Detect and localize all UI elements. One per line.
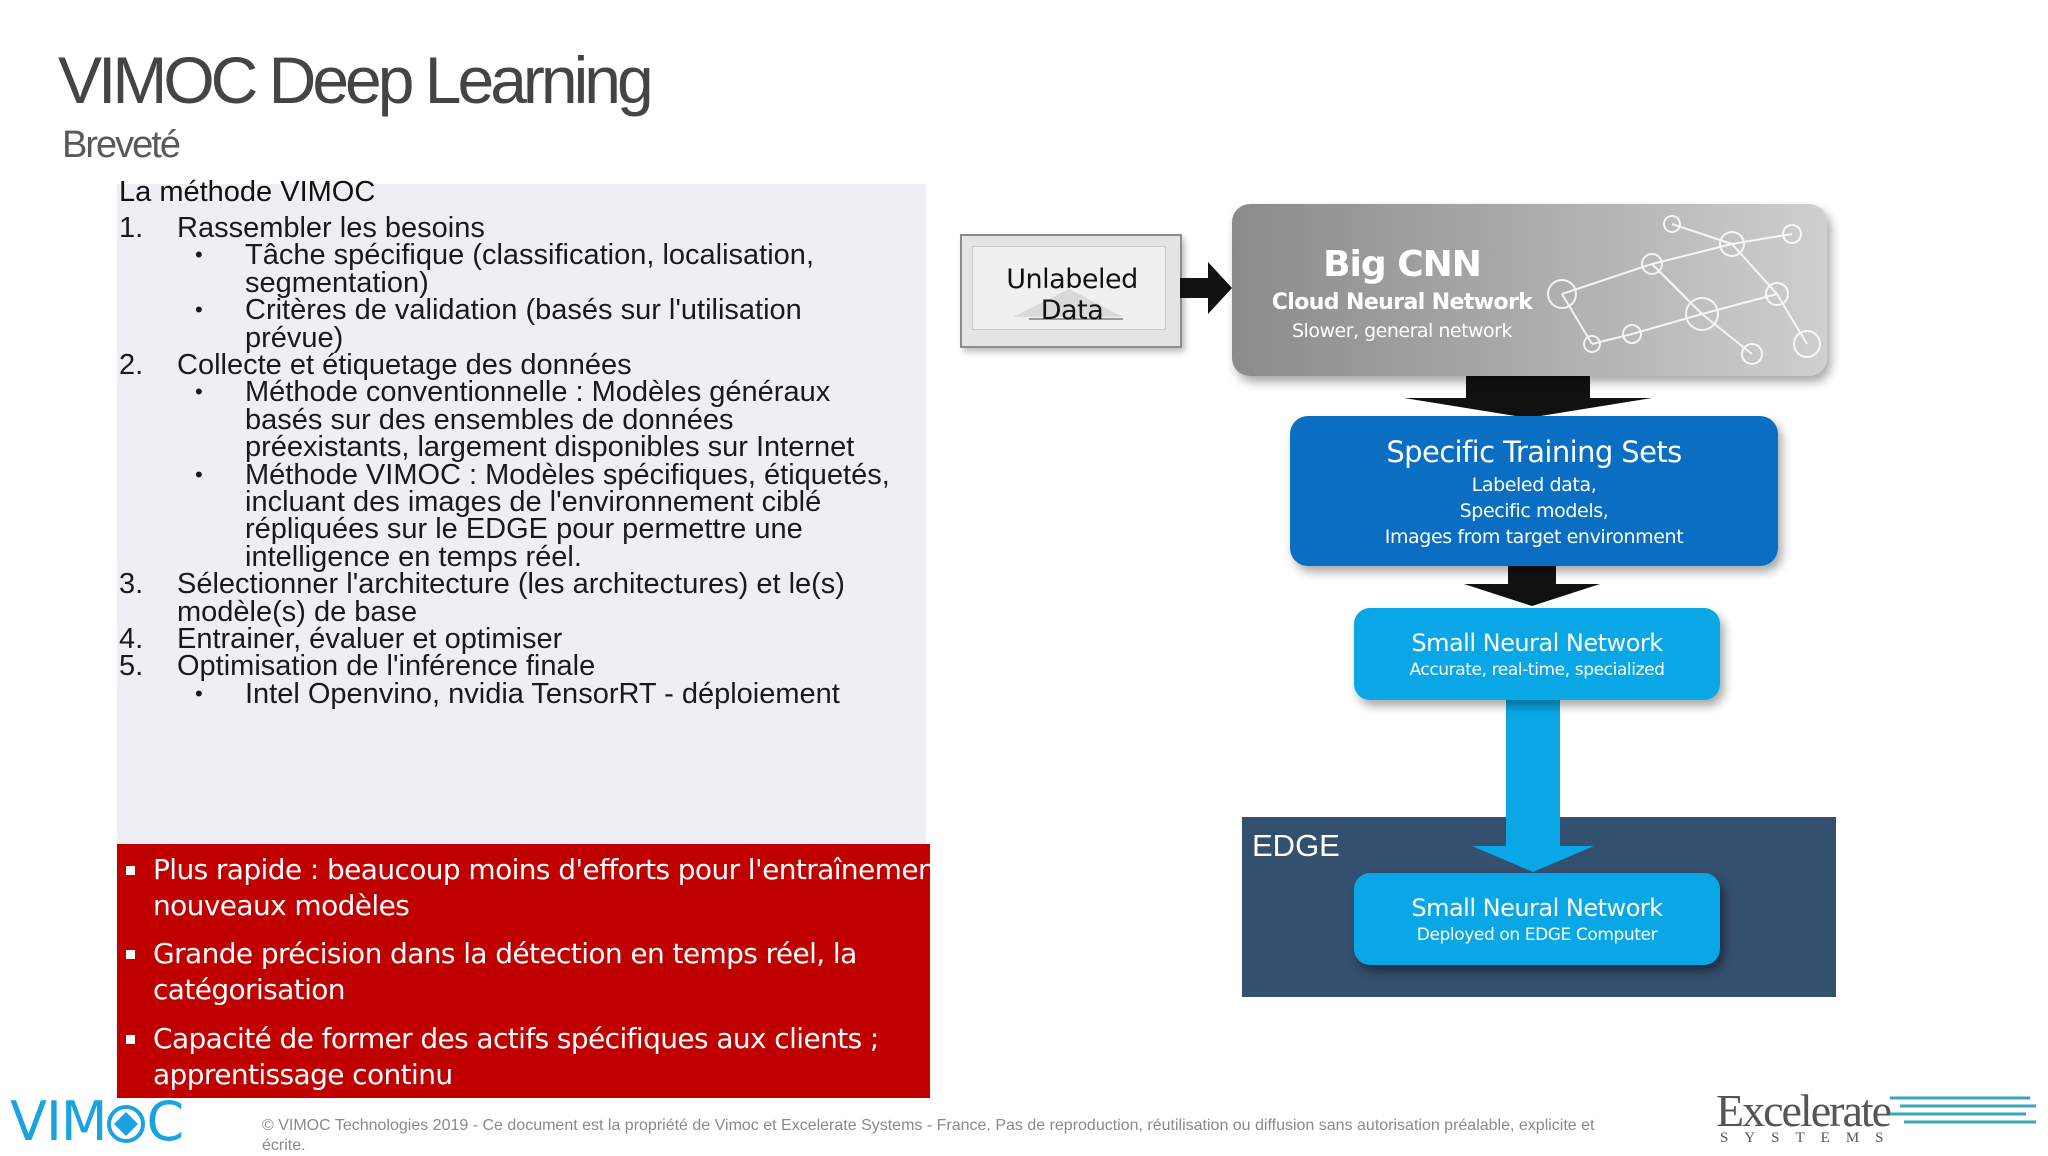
deployed-network-box [1354, 873, 1720, 965]
small-network-title: Small Neural Network [1411, 629, 1663, 657]
method-heading: La méthode VIMOC [119, 176, 376, 208]
method-line: intelligence en temps réel. [245, 540, 582, 573]
method-line: Intel Openvino, nvidia TensorRT - déploi… [245, 677, 840, 710]
list-number: 3. [119, 568, 144, 601]
footer-copyright: © VIMOC Technologies 2019 - Ce document … [262, 1116, 1702, 1156]
bullet: • [195, 242, 203, 268]
arrow-down-icon [1404, 376, 1652, 418]
method-line: répliquées sur le EDGE pour permettre un… [245, 513, 803, 546]
slide-title: VIMOC Deep Learning [58, 43, 654, 117]
deployed-network-description: Deployed on EDGE Computer [1416, 925, 1658, 945]
big-cnn-title: Big CNN [1323, 244, 1482, 285]
excelerate-logo-subtitle: SYSTEMS [1720, 1130, 1900, 1146]
big-cnn-description: Slower, general network [1292, 320, 1513, 342]
list-number: 2. [119, 349, 144, 381]
bullet: • [195, 461, 203, 487]
list-number: 1. [119, 212, 144, 244]
small-network-description: Accurate, real-time, specialized [1409, 660, 1665, 680]
vimoc-logo-text: VIM [10, 1090, 107, 1153]
method-line: segmentation) [245, 266, 429, 299]
unlabeled-data-image [972, 246, 1166, 330]
arrow-down-icon [1464, 566, 1600, 606]
vimoc-logo: VIM C [10, 1090, 184, 1153]
arrow-down-icon [1472, 700, 1594, 872]
arrow-right-icon [1180, 262, 1232, 314]
bullet-icon [126, 866, 135, 875]
method-line: Rassembler les besoins [177, 212, 485, 244]
list-number: 5. [119, 650, 144, 683]
small-network-box [1354, 608, 1720, 700]
method-line: Sélectionner l'architecture (les archite… [177, 568, 845, 601]
image-placeholder-icon [1013, 289, 1123, 320]
benefit-line: Capacité de former des actifs spécifique… [153, 1022, 879, 1055]
benefits-box: Plus rapide : beaucoup moins d'efforts p… [117, 844, 988, 1098]
benefit-line: apprentissage continu [153, 1058, 453, 1091]
big-cnn-box [1232, 204, 1827, 376]
method-line: Optimisation de l'inférence finale [177, 650, 596, 683]
method-line: Entrainer, évaluer et optimiser [177, 623, 563, 655]
benefit-line: Plus rapide : beaucoup moins d'efforts p… [153, 853, 988, 886]
bullet: • [195, 680, 203, 706]
excelerate-logo: Excelerate [1716, 1085, 1892, 1136]
bullet: • [195, 379, 203, 405]
method-line: basés sur des ensembles de données [245, 403, 734, 436]
footer-line: © VIMOC Technologies 2019 - Ce document … [262, 1117, 1595, 1134]
training-sets-title: Specific Training Sets [1386, 435, 1682, 469]
globe-icon [107, 1105, 146, 1143]
method-line: Collecte et étiquetage des données [177, 349, 632, 381]
training-sets-box [1290, 416, 1778, 566]
big-cnn-subtitle: Cloud Neural Network [1271, 290, 1533, 315]
bullet: • [195, 297, 203, 323]
method-line: incluant des images de l'environnement c… [245, 486, 822, 518]
method-panel: 1.Rassembler les besoins•Tâche spécifiqu… [117, 184, 926, 844]
footer-line: écrite. [262, 1137, 306, 1154]
method-line: modèle(s) de base [177, 595, 418, 628]
deployed-network-title: Small Neural Network [1411, 894, 1663, 922]
bullet-icon [126, 950, 135, 959]
method-line: Méthode VIMOC : Modèles spécifiques, éti… [245, 458, 890, 491]
benefit-line: catégorisation [153, 973, 346, 1006]
method-line: Méthode conventionnelle : Modèles généra… [245, 376, 831, 409]
training-sets-line: Images from target environment [1384, 526, 1684, 548]
unlabeled-data-label: Unlabeled Data [1006, 264, 1138, 326]
excelerate-swoosh-icon [1890, 1096, 2036, 1124]
slide-subtitle: Breveté [62, 124, 181, 166]
bullet-icon [126, 1035, 135, 1044]
vimoc-logo-text: C [146, 1090, 184, 1153]
training-sets-line: Specific models, [1459, 500, 1609, 522]
benefit-line: nouveaux modèles [153, 889, 410, 922]
benefit-line: Grande précision dans la détection en te… [153, 937, 857, 970]
list-number: 4. [119, 623, 144, 655]
edge-label: EDGE [1252, 828, 1340, 863]
method-line: Tâche spécifique (classification, locali… [245, 239, 814, 272]
method-line: préexistants, largement disponibles sur … [245, 431, 855, 464]
training-sets-line: Labeled data, [1471, 474, 1597, 496]
method-line: prévue) [245, 321, 344, 354]
network-graph-icon [1547, 215, 1821, 365]
method-line: Critères de validation (basés sur l'util… [245, 294, 802, 327]
